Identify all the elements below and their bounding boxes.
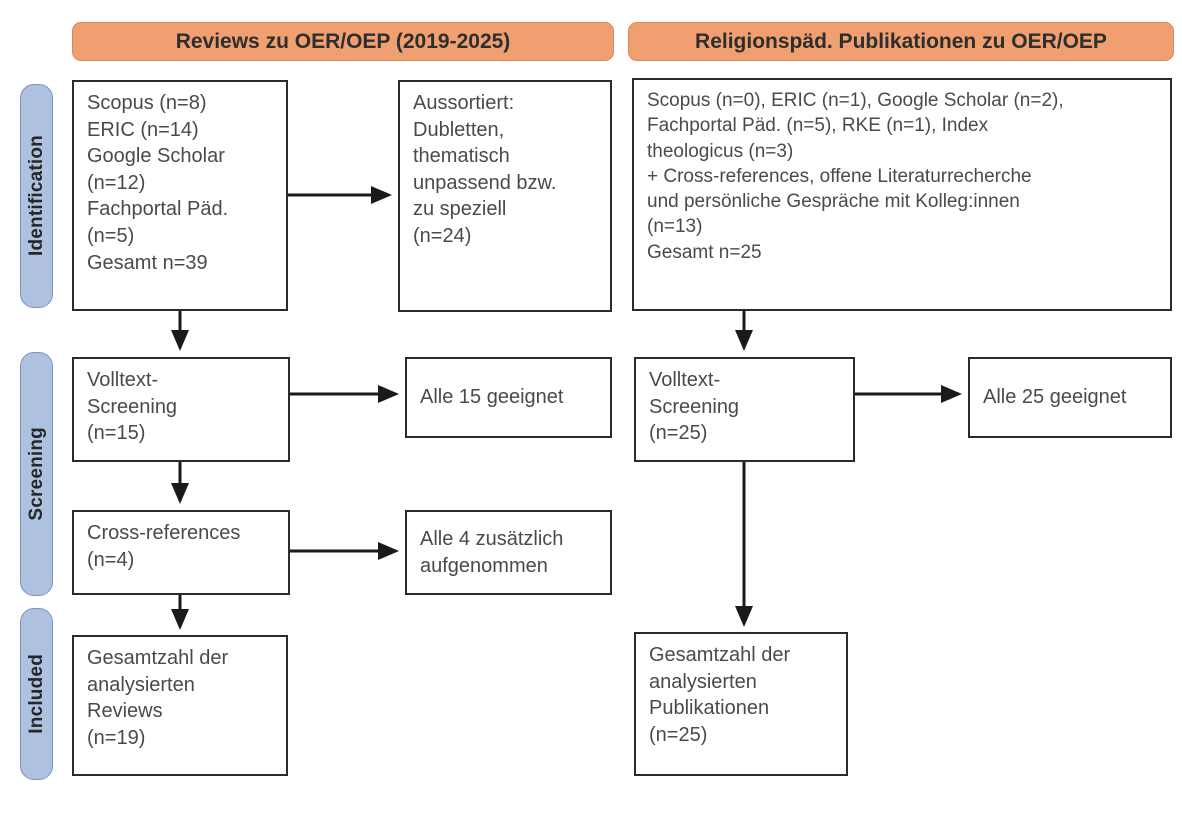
box-left-fulltext-result-text: Alle 15 geeignet <box>420 386 564 409</box>
box-left-cross-references-result: Alle 4 zusätzlich aufgenommen <box>405 510 612 595</box>
box-left-identification-sources: Scopus (n=8) ERIC (n=14) Google Scholar … <box>72 80 288 311</box>
stage-label-screening: Screening <box>25 427 47 521</box>
box-left-fulltext-screening: Volltext- Screening (n=15) <box>72 357 290 462</box>
box-left-identification-sources-text: Scopus (n=8) ERIC (n=14) Google Scholar … <box>87 92 229 274</box>
box-left-cross-references-result-text: Alle 4 zusätzlich aufgenommen <box>420 527 564 577</box>
stage-label-included: Included <box>25 654 47 734</box>
box-right-fulltext-screening: Volltext- Screening (n=25) <box>634 357 855 462</box>
stage-label-identification: Identification <box>25 135 47 257</box>
column-header-right: Religionspäd. Publikationen zu OER/OEP <box>628 22 1174 61</box>
box-right-identification-sources-text: Scopus (n=0), ERIC (n=1), Google Scholar… <box>647 90 1064 263</box>
box-left-fulltext-result: Alle 15 geeignet <box>405 357 612 438</box>
box-left-excluded-text: Aussortiert: Dubletten, thematisch unpas… <box>413 92 557 247</box>
box-left-included: Gesamtzahl der analysierten Reviews (n=1… <box>72 635 288 776</box>
box-left-cross-references: Cross-references (n=4) <box>72 510 290 595</box>
column-header-right-label: Religionspäd. Publikationen zu OER/OEP <box>695 29 1107 53</box>
box-right-included-text: Gesamtzahl der analysierten Publikatione… <box>649 644 791 746</box>
box-left-fulltext-screening-text: Volltext- Screening (n=15) <box>87 369 178 445</box>
box-right-fulltext-screening-text: Volltext- Screening (n=25) <box>649 369 740 445</box>
box-left-included-text: Gesamtzahl der analysierten Reviews (n=1… <box>87 647 229 749</box>
box-right-identification-sources: Scopus (n=0), ERIC (n=1), Google Scholar… <box>632 78 1172 311</box>
stage-pill-identification: Identification <box>20 84 53 308</box>
stage-pill-included: Included <box>20 608 53 780</box>
column-header-left-label: Reviews zu OER/OEP (2019-2025) <box>175 29 511 53</box>
box-left-excluded: Aussortiert: Dubletten, thematisch unpas… <box>398 80 612 312</box>
box-right-fulltext-result-text: Alle 25 geeignet <box>983 386 1127 409</box>
stage-pill-screening: Screening <box>20 352 53 596</box>
box-left-cross-references-text: Cross-references (n=4) <box>87 522 241 571</box>
column-header-left: Reviews zu OER/OEP (2019-2025) <box>72 22 614 61</box>
box-right-fulltext-result: Alle 25 geeignet <box>968 357 1172 438</box>
box-right-included: Gesamtzahl der analysierten Publikatione… <box>634 632 848 776</box>
